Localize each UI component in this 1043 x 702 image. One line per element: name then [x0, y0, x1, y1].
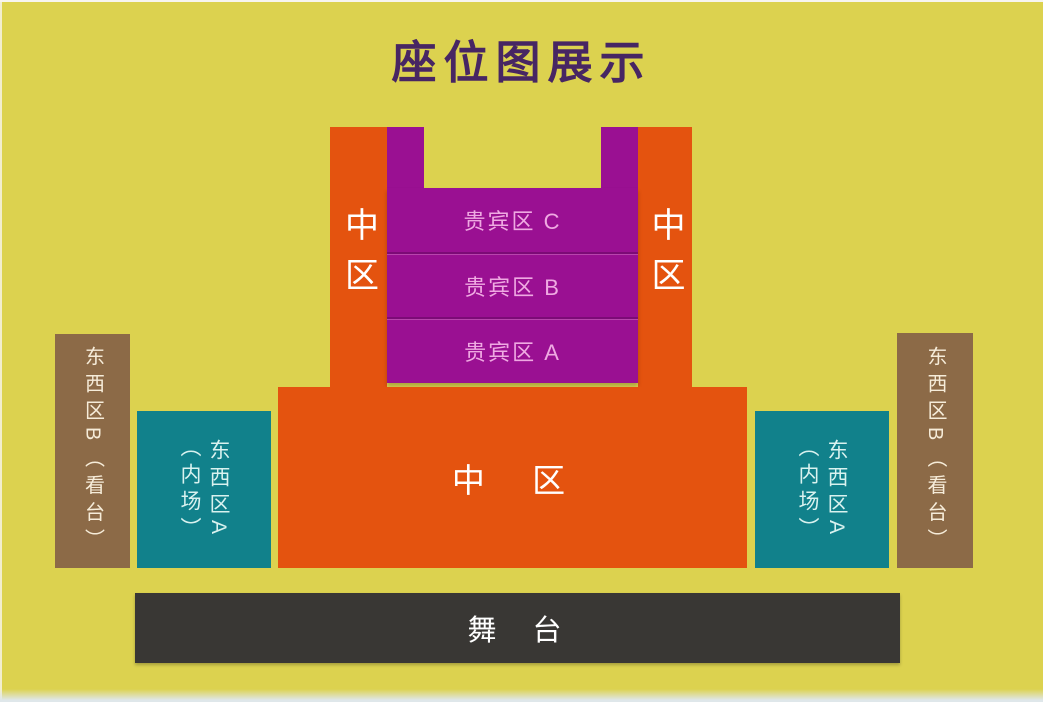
- zone-vip-b-label: 贵宾区 B: [464, 274, 561, 300]
- zone-mid-block-label: 中 区: [451, 461, 574, 499]
- stage-bar: 舞 台: [135, 593, 900, 663]
- zone-inner-field-right-labels: 东西区A （内场）: [755, 411, 889, 568]
- zone-vip-c[interactable]: 贵宾区 C: [387, 188, 638, 252]
- bottom-edge-strip: [0, 689, 1043, 702]
- zone-mid-column-left[interactable]: 中区: [330, 127, 387, 387]
- zone-inner-field-right[interactable]: 东西区A （内场）: [755, 411, 889, 568]
- zone-inner-field-left-label-line1: 东西区A: [207, 438, 230, 540]
- zone-vip-a-label: 贵宾区 A: [464, 340, 561, 366]
- zone-stand-left-wrap: 东西区B（看台）: [55, 334, 130, 568]
- top-edge-strip: [0, 0, 1043, 2]
- zone-vip-c-label: 贵宾区 C: [463, 208, 562, 234]
- vip-area-tab-left: [387, 127, 424, 190]
- zone-inner-field-left-label-line2: （内场）: [178, 435, 201, 544]
- zone-inner-field-right-label-line2: （内场）: [796, 435, 819, 544]
- zone-inner-field-left-labels: 东西区A （内场）: [137, 411, 271, 568]
- zone-mid-column-left-label: 中区: [339, 207, 378, 307]
- zone-stand-right-wrap: 东西区B（看台）: [897, 333, 973, 568]
- vip-area-tab-right: [601, 127, 638, 190]
- zone-vip-b[interactable]: 贵宾区 B: [387, 251, 638, 318]
- page-title: 座位图展示: [391, 36, 652, 89]
- zone-stand-left[interactable]: 东西区B（看台）: [55, 334, 130, 568]
- zone-mid-block[interactable]: 中 区: [278, 387, 747, 568]
- left-edge-strip: [0, 0, 2, 702]
- zone-stand-right[interactable]: 东西区B（看台）: [897, 333, 973, 568]
- stage-label: 舞 台: [467, 615, 568, 647]
- zone-mid-column-right[interactable]: 中区: [638, 127, 692, 387]
- zone-stand-right-label: 东西区B（看台）: [924, 345, 946, 556]
- zone-vip-a[interactable]: 贵宾区 A: [387, 317, 638, 383]
- zone-mid-column-right-label: 中区: [646, 207, 684, 307]
- zone-inner-field-left[interactable]: 东西区A （内场）: [137, 411, 271, 568]
- vip-area: 贵宾区 C 贵宾区 B 贵宾区 A: [387, 188, 638, 383]
- zone-stand-left-label: 东西区B（看台）: [81, 346, 104, 556]
- zone-inner-field-right-label-line1: 东西区A: [825, 438, 848, 540]
